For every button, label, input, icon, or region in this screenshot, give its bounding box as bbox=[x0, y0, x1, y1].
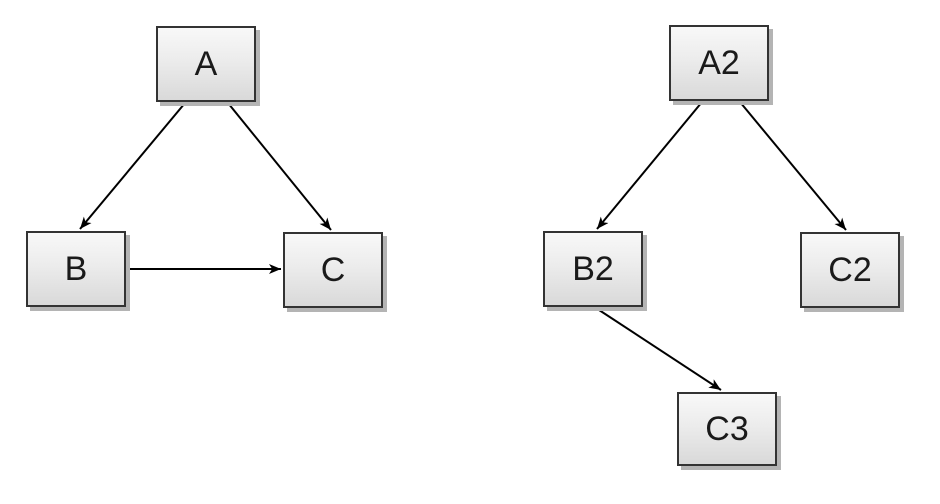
node-C3: C3 bbox=[677, 392, 777, 466]
node-B: B bbox=[26, 231, 126, 307]
node-A2: A2 bbox=[669, 25, 769, 101]
edge-B2-C3 bbox=[595, 307, 722, 391]
edge-A-B bbox=[79, 102, 186, 230]
edge-A-C bbox=[227, 102, 332, 231]
node-A: A bbox=[156, 26, 256, 102]
node-C: C bbox=[283, 232, 383, 308]
edge-A2-B2 bbox=[596, 101, 703, 230]
edge-A2-C2 bbox=[739, 101, 847, 231]
node-C2: C2 bbox=[800, 232, 900, 308]
node-B2: B2 bbox=[543, 231, 643, 307]
